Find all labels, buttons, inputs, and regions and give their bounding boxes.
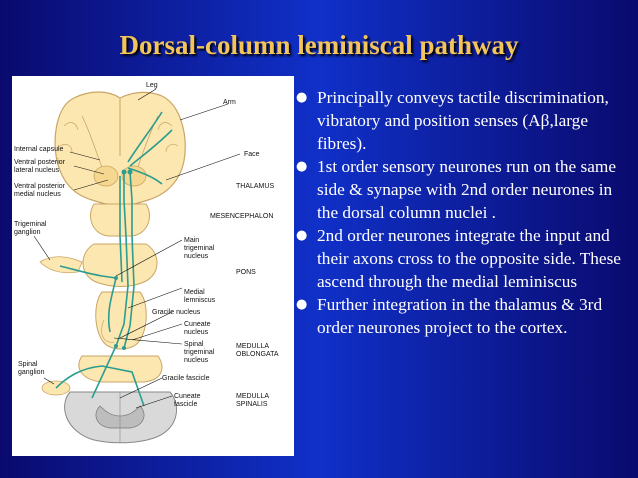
label-spinal-ganglion-line2: ganglion bbox=[18, 369, 45, 376]
label-spinal-trigeminal-line2: trigeminal bbox=[184, 349, 215, 356]
label-medulla-oblongata-line1: MEDULLA bbox=[236, 343, 269, 350]
label-medulla-spinalis-line2: SPINALIS bbox=[236, 401, 268, 408]
label-gracile-nucleus: Gracile nucleus bbox=[152, 309, 201, 316]
bullet-list: ● Principally conveys tactile discrimina… bbox=[296, 86, 634, 339]
bullet-item: ● Principally conveys tactile discrimina… bbox=[296, 86, 634, 155]
label-internal-capsule: Internal capsule bbox=[14, 146, 64, 153]
label-vpm-line1: Ventral posterior bbox=[14, 183, 66, 190]
bullet-item: ● 2nd order neurones integrate the input… bbox=[296, 224, 634, 293]
cerebrum-section bbox=[54, 91, 186, 206]
bullet-item: ● Further integration in the thalamus & … bbox=[296, 293, 634, 339]
label-medial-lemniscus-line1: Medial bbox=[184, 289, 205, 296]
bullet-text: 2nd order neurones integrate the input a… bbox=[317, 226, 621, 291]
label-face: Face bbox=[244, 151, 260, 158]
label-medulla-spinalis-line1: MEDULLA bbox=[236, 393, 269, 400]
label-pons: PONS bbox=[236, 269, 256, 276]
label-cuneate-fascicle-line2: fascicle bbox=[174, 401, 197, 408]
label-cuneate-nucleus-line1: Cuneate bbox=[184, 321, 211, 328]
label-vpl-line2: lateral nucleus bbox=[14, 167, 60, 174]
bullet-icon: ● bbox=[296, 159, 308, 174]
label-vpl-line1: Ventral posterior bbox=[14, 159, 66, 166]
bullet-text: 1st order sensory neurones run on the sa… bbox=[317, 157, 616, 222]
tract-nuclei bbox=[114, 169, 133, 350]
label-mesencephalon: MESENCEPHALON bbox=[210, 213, 273, 220]
label-main-trigeminal-line3: nucleus bbox=[184, 253, 209, 260]
label-spinal-ganglion-line1: Spinal bbox=[18, 361, 38, 368]
slide-title: Dorsal-column leminiscal pathway bbox=[119, 30, 519, 60]
bullet-icon: ● bbox=[296, 297, 308, 312]
bullet-text: Further integration in the thalamus & 3r… bbox=[317, 295, 603, 337]
label-trigeminal-ganglion-line1: Trigeminal bbox=[14, 221, 47, 228]
label-trigeminal-ganglion-line2: ganglion bbox=[14, 229, 41, 236]
label-spinal-trigeminal-line1: Spinal bbox=[184, 341, 204, 348]
bullet-icon: ● bbox=[296, 228, 308, 243]
spinal-cord-section bbox=[64, 391, 178, 444]
label-medial-lemniscus-line2: lemniscus bbox=[184, 297, 216, 304]
label-cuneate-fascicle-line1: Cuneate bbox=[174, 393, 201, 400]
pathway-diagram-svg: Leg Arm Internal capsule Ventral posteri… bbox=[14, 82, 279, 444]
leader-lines bbox=[33, 88, 241, 409]
label-medulla-oblongata-line2: OBLONGATA bbox=[236, 351, 279, 358]
label-main-trigeminal-line2: trigeminal bbox=[184, 245, 215, 252]
label-main-trigeminal-line1: Main bbox=[184, 237, 199, 244]
pathway-diagram: Leg Arm Internal capsule Ventral posteri… bbox=[12, 76, 294, 456]
bullet-icon: ● bbox=[296, 90, 308, 105]
sensory-tracts bbox=[55, 111, 173, 407]
label-arm: Arm bbox=[223, 99, 236, 106]
label-vpm-line2: medial nucleus bbox=[14, 191, 61, 198]
label-gracile-fascicle: Gracile fascicle bbox=[162, 375, 210, 382]
label-thalamus: THALAMUS bbox=[236, 183, 274, 190]
label-leg: Leg bbox=[146, 82, 158, 89]
bullet-item: ● 1st order sensory neurones run on the … bbox=[296, 155, 634, 224]
bullet-text: Principally conveys tactile discriminati… bbox=[317, 88, 609, 153]
label-cuneate-nucleus-line2: nucleus bbox=[184, 329, 209, 336]
label-spinal-trigeminal-line3: nucleus bbox=[184, 357, 209, 364]
